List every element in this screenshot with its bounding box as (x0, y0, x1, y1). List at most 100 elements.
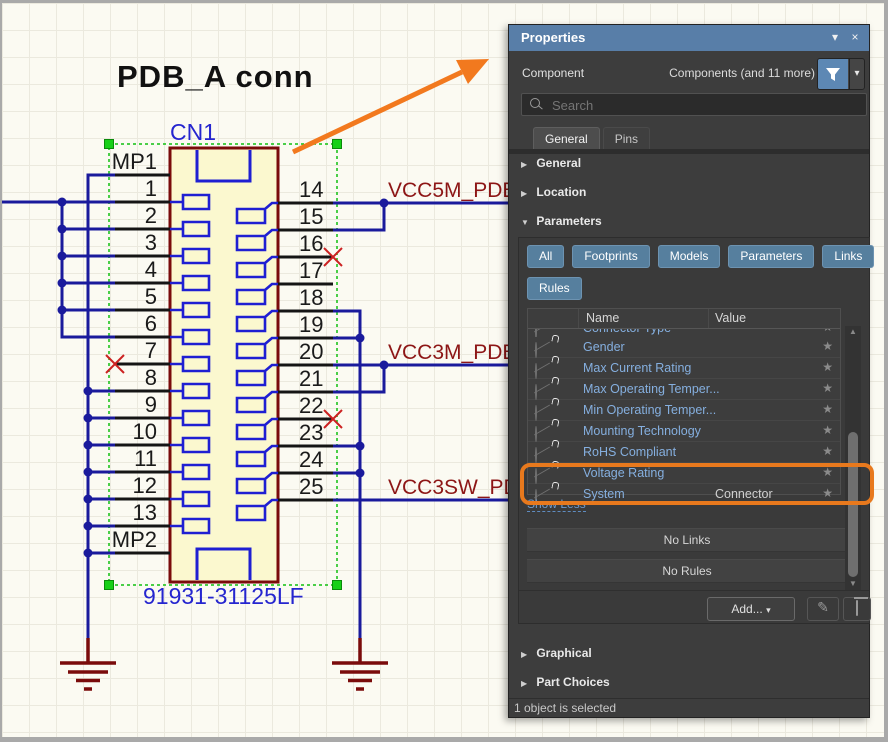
search-box[interactable] (521, 93, 867, 116)
param-name[interactable]: Gender (583, 340, 625, 354)
table-row[interactable]: Voltage Rating ★ (528, 463, 840, 484)
table-row[interactable]: Max Current Rating ★ (528, 358, 840, 379)
table-row-clipped[interactable]: Connector Type ★ (528, 329, 840, 337)
table-row[interactable]: Max Operating Temper... ★ (528, 379, 840, 400)
chip-rules[interactable]: Rules (527, 277, 582, 300)
selection-handles[interactable] (104, 139, 342, 590)
eye-off-icon[interactable] (535, 384, 537, 400)
svg-text:9: 9 (145, 392, 157, 417)
pin-boxes-right (235, 201, 278, 522)
column-separator (578, 309, 579, 328)
no-links-label: No Links (663, 533, 711, 547)
chip-footprints[interactable]: Footprints (572, 245, 650, 268)
table-row[interactable]: RoHS Compliant ★ (528, 442, 840, 463)
pencil-icon: ✎ (817, 600, 829, 616)
section-parameters-label: Parameters (536, 214, 602, 228)
trash-icon (856, 600, 858, 616)
star-icon[interactable]: ★ (822, 329, 833, 334)
filter-funnel-button[interactable] (818, 59, 848, 89)
section-graphical[interactable]: ▶ Graphical (521, 646, 592, 662)
section-part-choices[interactable]: ▶ Part Choices (521, 675, 610, 691)
chip-links[interactable]: Links (822, 245, 875, 268)
chip-parameters[interactable]: Parameters (728, 245, 815, 268)
star-icon[interactable]: ★ (822, 402, 833, 416)
ground-symbol-right[interactable] (332, 638, 388, 691)
param-name[interactable]: RoHS Compliant (583, 445, 677, 459)
param-value[interactable]: Connector (715, 487, 773, 501)
error-cross-pin16 (323, 247, 343, 267)
object-type-label: Component (522, 66, 585, 80)
edit-button[interactable]: ✎ (807, 597, 839, 621)
table-row[interactable]: Min Operating Temper... ★ (528, 400, 840, 421)
bottom-notch (195, 547, 252, 580)
filter-control[interactable]: ▾ (817, 58, 865, 90)
param-name[interactable]: Max Current Rating (583, 361, 692, 375)
eye-off-icon[interactable] (535, 329, 537, 337)
delete-button[interactable] (843, 597, 871, 621)
param-name[interactable]: Voltage Rating (583, 466, 665, 480)
chevron-down-icon: ▾ (766, 605, 771, 615)
annotation-highlight-box (520, 463, 874, 505)
chip-models[interactable]: Models (657, 245, 721, 268)
scroll-down-icon[interactable]: ▼ (849, 579, 857, 588)
designator-label[interactable]: CN1 (170, 119, 216, 145)
section-general[interactable]: ▶ General (521, 156, 581, 172)
search-input[interactable] (550, 95, 854, 116)
connector-body[interactable] (168, 146, 280, 584)
star-icon[interactable]: ★ (822, 360, 833, 374)
star-icon[interactable]: ★ (822, 444, 833, 458)
svg-text:11: 11 (134, 446, 157, 471)
eye-off-icon[interactable] (535, 342, 537, 358)
svg-text:1: 1 (145, 176, 157, 201)
column-header-name[interactable]: Name (586, 311, 620, 325)
pin-lines-right[interactable] (278, 201, 333, 502)
eye-off-icon[interactable] (535, 363, 537, 379)
table-row[interactable]: Mounting Technology ★ (528, 421, 840, 442)
scroll-up-icon[interactable]: ▲ (849, 327, 857, 336)
chip-all[interactable]: All (527, 245, 565, 268)
svg-text:8: 8 (145, 365, 157, 390)
add-button[interactable]: Add... ▾ (707, 597, 795, 621)
tab-pins[interactable]: Pins (602, 127, 651, 150)
column-header-value[interactable]: Value (715, 311, 747, 325)
svg-text:7: 7 (145, 338, 157, 363)
ground-symbol-left[interactable] (60, 638, 116, 691)
param-name[interactable]: Connector Type (583, 329, 671, 335)
param-name[interactable]: Max Operating Temper... (583, 382, 720, 396)
star-icon[interactable]: ★ (822, 381, 833, 395)
pin-lines-left[interactable] (115, 173, 170, 555)
table-scrollbar[interactable]: ▲ ▼ (845, 326, 861, 590)
selection-status: 1 object is selected (514, 701, 617, 715)
param-name[interactable]: System (583, 487, 625, 501)
star-icon[interactable]: ★ (822, 486, 833, 500)
schematic-title[interactable]: PDB_A conn (117, 59, 314, 94)
svg-text:20: 20 (299, 339, 323, 364)
section-parameters[interactable]: ▼ Parameters (521, 214, 602, 230)
table-row[interactable]: Gender ★ (528, 337, 840, 358)
svg-text:24: 24 (299, 447, 323, 472)
no-rules-bar: No Rules (527, 559, 847, 583)
search-icon (530, 98, 540, 108)
error-cross-pin7 (105, 354, 125, 374)
tab-general[interactable]: General (533, 127, 600, 150)
panel-header[interactable]: Properties ▾ × (509, 25, 869, 51)
eye-off-icon[interactable] (535, 447, 537, 463)
eye-off-icon[interactable] (535, 405, 537, 421)
selection-box (108, 143, 338, 586)
param-name[interactable]: Min Operating Temper... (583, 403, 717, 417)
no-links-bar: No Links (527, 528, 847, 552)
eye-off-icon[interactable] (535, 426, 537, 442)
star-icon[interactable]: ★ (822, 423, 833, 437)
svg-text:4: 4 (145, 257, 157, 282)
star-icon[interactable]: ★ (822, 465, 833, 479)
star-icon[interactable]: ★ (822, 339, 833, 353)
panel-close-icon[interactable]: × (851, 30, 859, 44)
net-labels[interactable]: VCC5M_PDB VCC3M_PDB VCC3SW_PDB (388, 179, 533, 499)
part-number-label[interactable]: 91931-31125LF (143, 583, 304, 609)
section-location[interactable]: ▶ Location (521, 185, 586, 201)
svg-text:22: 22 (299, 393, 323, 418)
panel-menu-icon[interactable]: ▾ (831, 30, 839, 44)
filter-dropdown-button[interactable]: ▾ (849, 59, 864, 89)
param-name[interactable]: Mounting Technology (583, 424, 701, 438)
